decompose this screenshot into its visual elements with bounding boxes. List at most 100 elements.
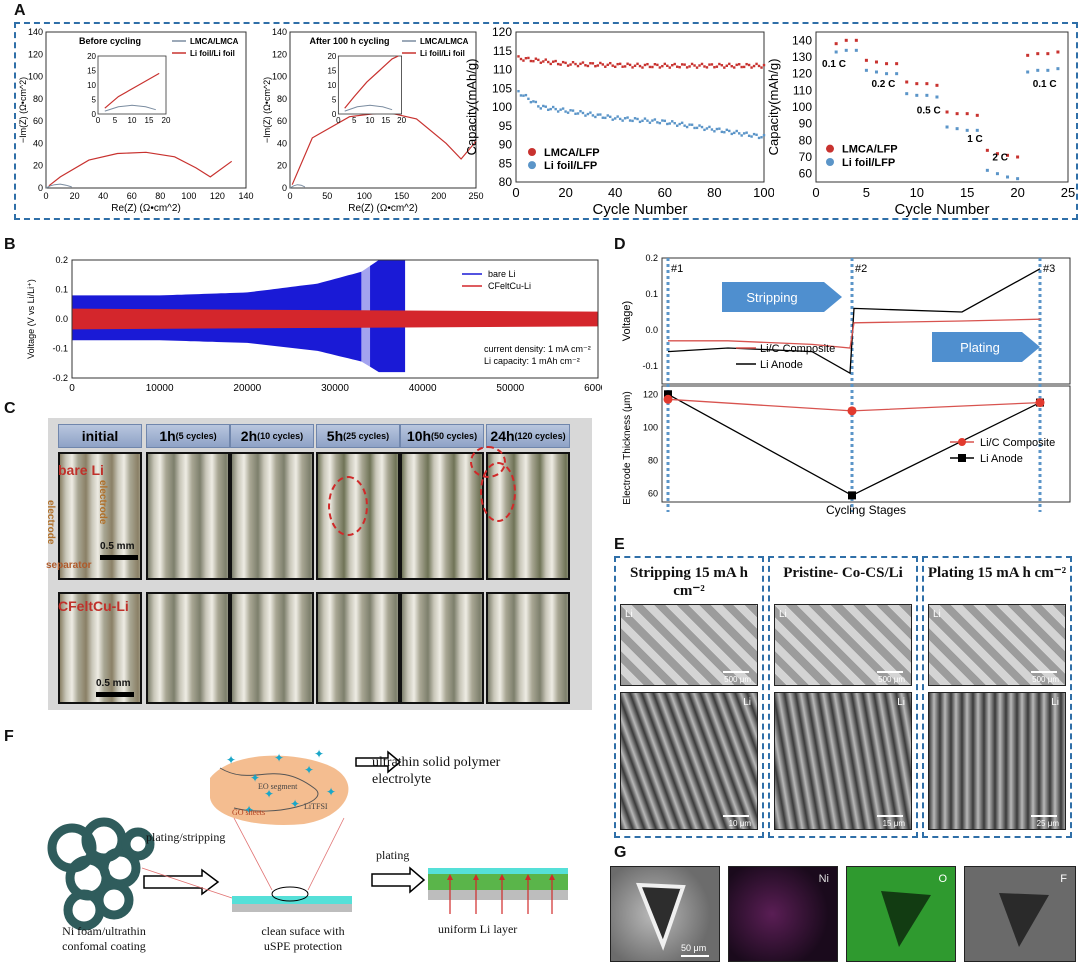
x-tick-label: 100 [357,191,372,201]
cycle-count: (25 cycles) [343,431,390,441]
dendrite-highlight-ellipse [328,476,368,536]
x-tick-label: 60 [658,185,672,200]
panel-e-frame [922,556,1072,838]
legend-lmca: LMCA/LFP [842,144,898,156]
data-point [524,93,528,97]
data-point [547,108,550,112]
data-point [728,62,731,66]
lic-point [1035,398,1045,408]
y-tick-label: 80 [277,94,287,104]
data-point [740,134,743,137]
y-tick-label: 20 [277,161,287,171]
stage-marker-label: #3 [1043,263,1055,275]
data-point [641,66,644,69]
data-point [606,63,609,67]
legend-li-foil: Li foil/LFP [842,157,895,169]
data-point [641,119,644,123]
data-point [556,62,560,66]
data-point [710,128,714,131]
time-header-label: 1h [159,428,176,444]
time-header-label: 24h [490,428,515,444]
data-point [750,135,753,138]
data-point [594,115,597,119]
litfsi-ion-icon: ✦ [226,753,236,767]
plot-frame [45,31,247,189]
y-axis-label: Capacity(mAh/g) [766,59,781,156]
x-tick-label: 0 [812,185,819,200]
x-tick-label: 40 [608,185,622,200]
scale-label-g: 50 μm [681,943,707,953]
data-point [638,120,642,124]
panel-a-frame [14,22,1078,220]
y-tick-label: 140 [792,33,812,47]
chart-title: Before cycling [79,36,141,46]
data-point [700,125,704,129]
plot-frame [515,31,765,183]
x-tick-label: 80 [155,191,165,201]
data-point [715,127,719,131]
legend-lmca-swatch [528,148,536,156]
y-axis-label: Voltage (V vs Li/Li⁺) [26,279,36,359]
y-tick-label: 120 [492,26,512,39]
data-point [895,62,899,66]
data-point [614,65,617,69]
data-point [534,100,538,104]
inset-x-tick: 15 [145,116,154,125]
data-point [586,64,590,68]
x-tick-label: 100 [753,185,774,200]
data-point [738,63,741,66]
litfsi-ion-icon: ✦ [264,787,274,801]
y-tick-label: 80 [33,94,43,104]
data-point [656,121,659,124]
data-point [915,93,919,97]
time-header-label: 5h [326,428,344,444]
x-tick-label: 100 [181,191,196,201]
x-tick-label: 50000 [496,383,524,394]
data-point [529,59,533,63]
eds-map-o: O [846,866,956,962]
data-point [975,113,979,117]
data-point [1006,153,1010,157]
data-point [680,121,684,125]
scale-bar [1031,815,1057,817]
label-plating-stripping: plating/stripping [146,830,226,844]
optical-micrograph [146,452,230,580]
data-point [755,133,758,137]
data-point [985,168,989,172]
data-point [586,112,590,116]
data-point [834,42,838,46]
schematic-f: ✦✦✦✦✦✦✦✦✦ [47,747,568,931]
time-header: 5h(25 cycles) [316,424,400,448]
data-point [668,66,671,69]
data-point [723,131,726,134]
y-tick-label: 0.0 [55,314,68,324]
triangle-strut-shape [635,882,709,957]
label-separator: separator [46,560,92,571]
label-clean-surface: clean suface with [261,924,345,938]
data-point [604,65,607,68]
data-point [678,66,681,69]
substrate-layer [232,904,352,912]
y-tick-label: 70 [799,150,813,164]
y-tick-label: 80 [799,133,813,147]
data-point [651,119,654,122]
data-point [566,111,570,114]
x-tick-label: 150 [394,191,409,201]
sem-li-label: Li [625,609,633,620]
data-point [690,123,694,126]
y-tick-label: 80 [499,175,513,189]
label-bare-li: bare Li [58,462,104,478]
data-point [656,63,659,67]
data-point [690,62,694,66]
uniform-li-layer [428,874,568,890]
y-tick-label: -0.1 [52,344,68,354]
sem-column-title: Plating 15 mA h cm⁻² [927,565,1067,581]
y-tick-label: 95 [499,119,513,133]
substrate-right [428,890,568,900]
y-tick-label: 0 [38,183,43,193]
y-tick-bottom: 120 [643,389,658,399]
data-point [762,63,766,67]
stage-marker-label: #1 [671,263,683,275]
data-point [695,66,699,69]
